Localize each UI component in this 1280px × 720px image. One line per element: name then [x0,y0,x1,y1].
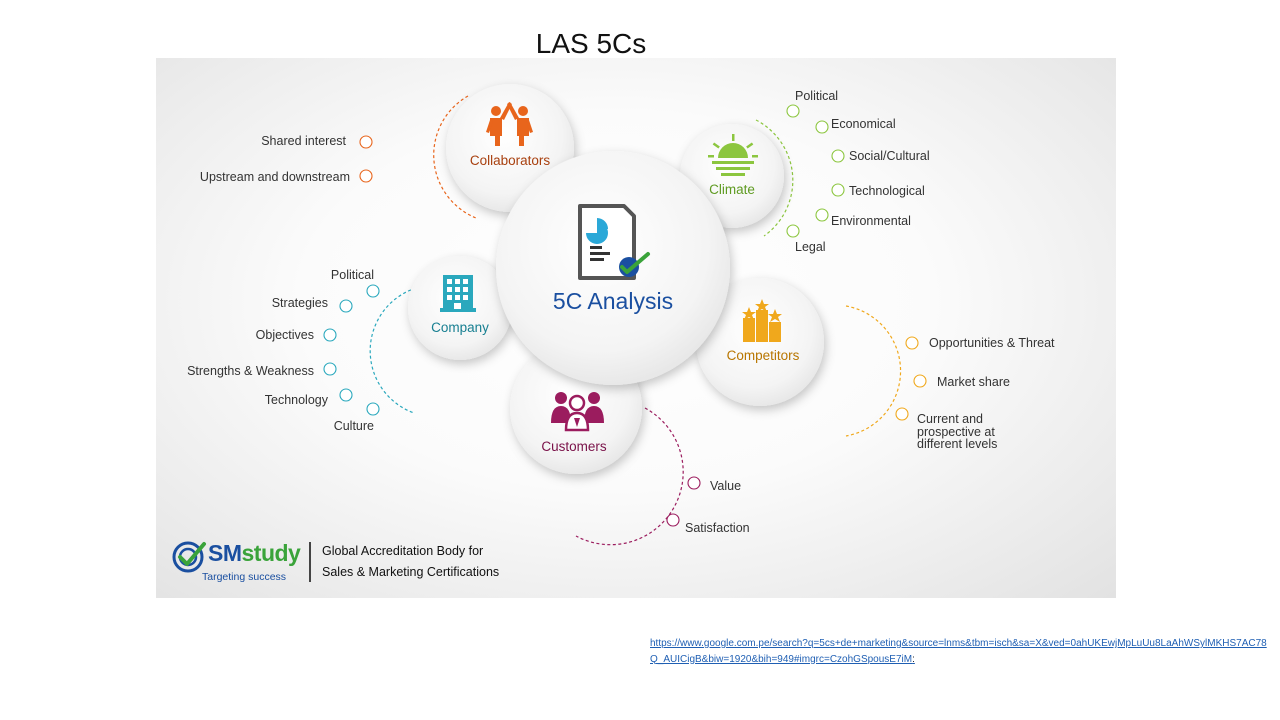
target-logo-icon [172,541,206,573]
logo-brand: SMstudy [208,540,301,567]
company-node [366,402,380,416]
climate-arc [755,119,794,237]
climate-node [815,208,829,222]
competitors-node [913,374,927,388]
climate-node [786,104,800,118]
climate-node [831,183,845,197]
climate-node [831,149,845,163]
competitors-title: Competitors [726,348,800,363]
logo-line-2: Sales & Marketing Certifications [322,565,500,579]
climate-node [815,120,829,134]
competitors-node [895,407,909,421]
competitors-item: Opportunities & Threat [929,336,1055,350]
company-title: Company [431,320,489,335]
customers-node [666,513,680,527]
climate-item: Legal [795,240,826,254]
company-item: Strengths & Weakness [187,364,314,378]
logo-brand-part2: study [241,540,301,566]
source-link-suffix: : [912,653,915,665]
smstudy-logo: SMstudy Targeting success Global Accredi… [170,538,530,586]
customers-node [687,476,701,490]
customers-item: Satisfaction [685,521,750,535]
customers-arc [575,407,684,546]
climate-item: Technological [849,184,925,198]
source-link[interactable]: https://www.google.com.pe/search?q=5cs+d… [650,638,1267,665]
company-node [366,284,380,298]
company-item: Culture [333,419,374,433]
customers-title: Customers [541,439,607,454]
collaborators-node [359,169,373,183]
competitors-arc [845,305,902,437]
climate-item: Social/Cultural [849,149,930,163]
slide-title: LAS 5Cs [535,28,647,59]
logo-tagline: Targeting success [202,571,287,583]
competitors-item: Current and [917,412,984,426]
diagram-panel: 5C Analysis Collaborators Climate Compan… [156,58,1116,598]
collaborators-title: Collaborators [469,153,551,168]
logo-line-1: Global Accreditation Body for [322,544,484,558]
collaborators-node [359,135,373,149]
collaborators-item: Shared interest [261,134,346,148]
company-building-icon [440,275,476,312]
logo-divider [309,542,311,582]
report-check-icon [578,204,650,280]
company-item: Objectives [255,328,314,342]
collaborators-people-icon [486,102,533,146]
competitors-item: different levels [917,437,998,451]
logo-brand-part1: SM [208,540,242,566]
climate-item: Political [795,89,839,103]
company-node [339,388,353,402]
climate-title: Climate [709,182,755,197]
climate-item: Economical [831,117,896,131]
diagram-graphics [323,84,927,546]
competitors-podium-icon [742,299,782,342]
customers-item: Value [710,479,742,493]
customers-group-icon [551,392,604,432]
company-item: Political [330,268,374,282]
company-arc [369,287,417,414]
climate-node [786,224,800,238]
company-item: Strategies [271,296,328,310]
climate-item: Environmental [831,214,911,228]
source-link-text: https://www.google.com.pe/search?q=5cs+d… [650,636,1270,667]
company-item: Technology [264,393,328,407]
competitors-item: prospective at [917,425,995,439]
center-label: 5C Analysis [552,288,674,314]
climate-sun-icon [708,134,758,176]
company-node [323,328,337,342]
competitors-item: Market share [937,375,1010,389]
competitors-node [905,336,919,350]
company-node [323,362,337,376]
collaborators-item: Upstream and downstream [199,170,350,184]
company-node [339,299,353,313]
